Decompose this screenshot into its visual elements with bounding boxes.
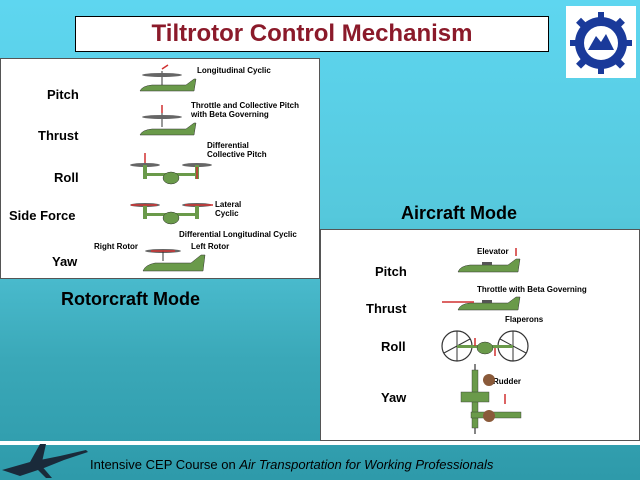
rotor-row-label-thrust: Thrust — [38, 128, 79, 143]
aircraft-thrust-icon — [442, 296, 521, 311]
title-box: Tiltrotor Control Mechanism — [75, 16, 549, 52]
aircraft-annotation-yaw: Rudder — [493, 377, 521, 386]
footer-course-title: Air Transportation for Working Professio… — [239, 457, 494, 472]
aircraft-mode-label: Aircraft Mode — [401, 203, 518, 223]
aircraft-pitch-icon — [457, 248, 521, 273]
aircraft-yaw-icon — [460, 364, 522, 434]
rotor-yaw-aircraft-icon — [142, 249, 206, 272]
rotor-row-label-side-force: Side Force — [9, 208, 76, 223]
aircraft-annotation-pitch: Elevator — [477, 247, 509, 256]
rotor-side-force-aircraft-icon — [130, 203, 213, 225]
rotor-annotation-yaw: Differential Longitudinal Cyclic — [179, 230, 297, 239]
rotor-annotation-roll-2: Collective Pitch — [207, 150, 267, 159]
rotor-pitch-aircraft-icon — [139, 64, 197, 92]
slide-title: Tiltrotor Control Mechanism — [151, 20, 473, 47]
airplane-logo — [2, 444, 88, 478]
rotor-annotation-pitch: Longitudinal Cyclic — [197, 66, 271, 75]
rotor-row-label-roll: Roll — [54, 170, 79, 185]
rotor-row-label-pitch: Pitch — [47, 87, 79, 102]
rotor-thrust-aircraft-icon — [139, 105, 197, 136]
rotor-annotation-yaw-right: Right Rotor — [94, 242, 138, 251]
aircraft-row-label-pitch: Pitch — [375, 264, 407, 279]
rotor-annotation-yaw-left: Left Rotor — [191, 242, 230, 251]
footer-divider — [0, 441, 640, 445]
aircraft-annotation-roll: Flaperons — [505, 315, 544, 324]
aircraft-annotation-thrust: Throttle with Beta Governing — [477, 285, 587, 294]
rotor-annotation-roll-1: Differential — [207, 141, 249, 150]
aircraft-panel: Pitch Thrust Roll Yaw Elevator Throttle … — [320, 229, 640, 441]
institute-logo — [566, 6, 636, 78]
footer-text: Intensive CEP Course on Air Transportati… — [90, 457, 493, 472]
footer-prefix: Intensive CEP Course on — [90, 457, 240, 472]
rotor-annotation-thrust-2: with Beta Governing — [191, 110, 269, 119]
aircraft-roll-icon — [441, 330, 529, 362]
rotorcraft-mode-label: Rotorcraft Mode — [61, 289, 200, 309]
rotor-roll-aircraft-icon — [130, 153, 212, 185]
rotor-annotation-side-1: Lateral — [215, 200, 242, 209]
aircraft-row-label-thrust: Thrust — [366, 301, 407, 316]
rotor-annotation-side-2: Cyclic — [215, 209, 239, 218]
aircraft-row-label-yaw: Yaw — [381, 390, 407, 405]
rotor-row-label-yaw: Yaw — [52, 254, 78, 269]
rotor-annotation-thrust-1: Throttle and Collective Pitch — [191, 101, 300, 110]
aircraft-row-label-roll: Roll — [381, 339, 406, 354]
rotorcraft-panel: Pitch Thrust Roll Side Force Yaw Longitu… — [0, 58, 320, 279]
